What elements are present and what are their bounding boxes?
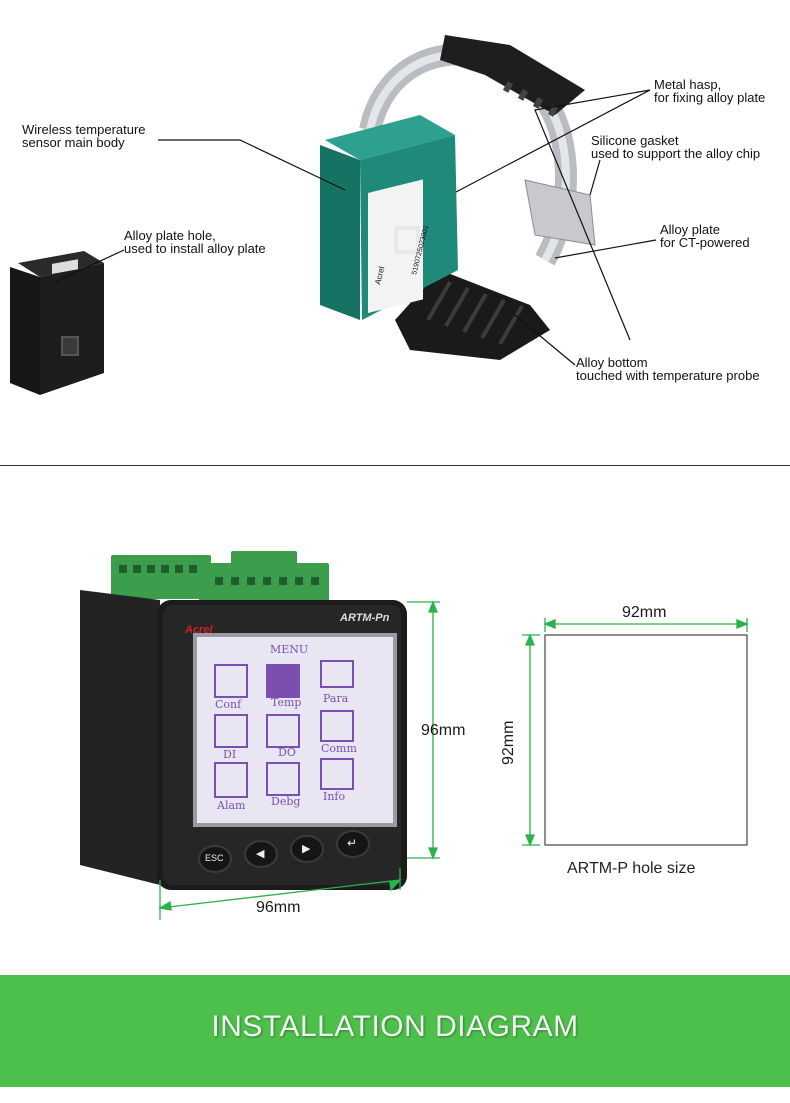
hole-caption: ARTM-P hole size: [567, 860, 696, 877]
right-button[interactable]: ▶: [302, 843, 311, 855]
esc-button[interactable]: ESC: [205, 853, 224, 863]
hole-height-dimension: 92mm: [500, 720, 517, 765]
section-divider: [0, 465, 790, 466]
callout-alloy-bottom: Alloy bottom touched with temperature pr…: [576, 356, 760, 382]
menu-item-para[interactable]: Para: [323, 692, 349, 705]
sensor-diagram: Acrel 5190725023001 Wireless temperature…: [0, 0, 790, 460]
menu-item-debg[interactable]: Debg: [271, 795, 301, 808]
callout-alloy-bottom-line1: Alloy bottom: [576, 355, 648, 370]
callout-metal-hasp-line1: Metal hasp,: [654, 77, 722, 92]
screen-title: MENU: [270, 643, 309, 656]
callout-gasket-line2: used to support the alloy chip: [591, 146, 761, 161]
enter-button[interactable]: ↵: [347, 836, 358, 850]
callout-leader-lines: [54, 89, 657, 366]
sensor-module-illustration: [10, 251, 104, 395]
menu-item-info[interactable]: Info: [323, 790, 346, 803]
callout-main-body: Wireless temperature sensor main body: [22, 123, 146, 149]
callout-plate-hole-line2: used to install alloy plate: [124, 241, 266, 256]
device-model: ARTM-Pn: [340, 612, 390, 624]
hole-width-dimension: 92mm: [622, 604, 667, 621]
menu-item-conf[interactable]: Conf: [215, 698, 242, 711]
callout-alloy-plate-line1: Alloy plate: [660, 222, 720, 237]
hole-outline: [544, 634, 748, 846]
callout-alloy-plate-line2: for CT-powered: [660, 235, 750, 250]
callout-alloy-plate: Alloy plate for CT-powered: [660, 223, 750, 249]
callout-metal-hasp-line2: for fixing alloy plate: [654, 90, 766, 105]
device-height-dimension: 96mm: [421, 722, 466, 739]
dimension-lines: [158, 600, 749, 920]
sensor-clamp-illustration: Acrel 5190725023001: [320, 35, 596, 360]
device-illustration: [80, 551, 407, 890]
callout-alloy-bottom-line2: touched with temperature probe: [576, 368, 760, 383]
callout-plate-hole-line1: Alloy plate hole,: [124, 228, 216, 243]
banner-title: INSTALLATION DIAGRAM: [211, 1010, 579, 1043]
menu-item-di[interactable]: DI: [223, 748, 237, 761]
left-button[interactable]: ◀: [256, 848, 265, 860]
menu-item-temp[interactable]: Temp: [271, 696, 302, 709]
device-brand: Acrel: [185, 624, 213, 636]
device-width-dimension: 96mm: [256, 899, 301, 916]
callout-main-body-line2: sensor main body: [22, 135, 125, 150]
callout-gasket-line1: Silicone gasket: [591, 133, 679, 148]
callout-metal-hasp: Metal hasp, for fixing alloy plate: [654, 78, 765, 104]
menu-item-do[interactable]: DO: [278, 746, 296, 759]
callout-plate-hole: Alloy plate hole, used to install alloy …: [124, 229, 266, 255]
menu-item-alam[interactable]: Alam: [217, 799, 246, 812]
callout-main-body-line1: Wireless temperature: [22, 122, 146, 137]
sensor-brand-label: Acrel: [373, 265, 386, 285]
callout-gasket: Silicone gasket used to support the allo…: [591, 134, 760, 160]
section-banner: [0, 975, 790, 1087]
menu-item-comm[interactable]: Comm: [321, 742, 357, 755]
